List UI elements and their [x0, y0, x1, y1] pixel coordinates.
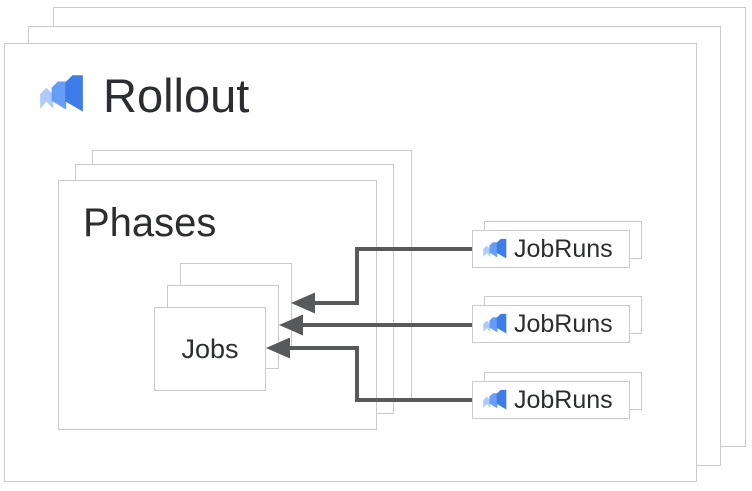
deploy-icon — [481, 387, 508, 414]
jobruns-2-card-front: JobRuns — [472, 305, 630, 343]
rollout-header: Rollout — [36, 70, 249, 120]
jobruns-1-card-front: JobRuns — [472, 230, 630, 268]
phases-title: Phases — [83, 201, 217, 245]
deploy-icon — [36, 70, 86, 120]
jobs-card-front: Jobs — [154, 307, 266, 391]
jobruns-label: JobRuns — [514, 234, 613, 263]
jobruns-3-card-front: JobRuns — [472, 381, 630, 419]
deploy-icon — [481, 311, 508, 338]
jobruns-label: JobRuns — [514, 385, 613, 414]
jobs-title: Jobs — [181, 333, 239, 364]
jobruns-label: JobRuns — [514, 309, 613, 338]
rollout-title: Rollout — [103, 68, 250, 122]
deploy-icon — [481, 236, 508, 263]
